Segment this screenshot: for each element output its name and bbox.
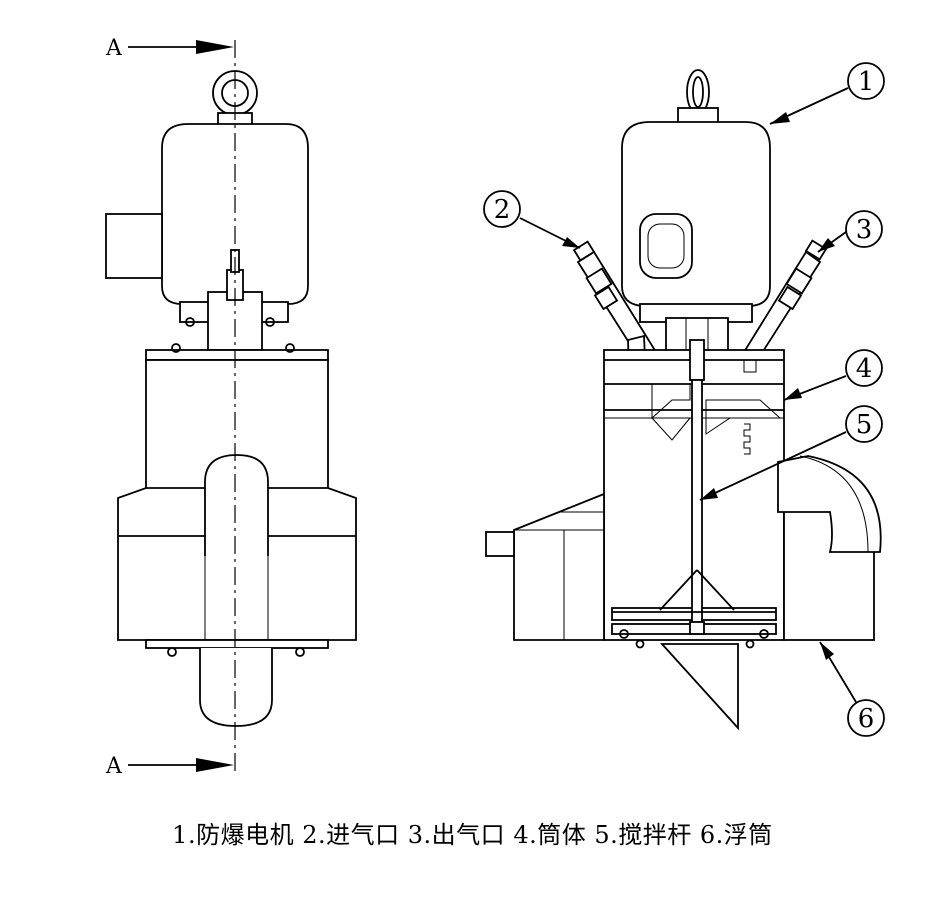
callouts: 1 2 3 4 5 (483, 62, 885, 737)
caption-item-2: 2.进气口 (302, 821, 400, 849)
figure-caption: 1.防爆电机 2.进气口 3.出气口 4.筒体 5.搅拌杆 6.浮筒 (0, 815, 945, 850)
section-mark-bottom: A (105, 754, 123, 779)
callout-4-number: 4 (856, 354, 873, 384)
caption-item-5: 5.搅拌杆 (594, 821, 692, 849)
caption-item-4: 4.筒体 (513, 821, 587, 849)
float-left (117, 454, 357, 727)
caption-item-1: 1.防爆电机 (172, 821, 295, 849)
caption-item-3: 3.出气口 (407, 821, 506, 849)
callout-6: 6 (819, 641, 885, 737)
motor-right (621, 121, 771, 353)
section-arrow-top: A (105, 36, 234, 61)
caption-item-6: 6.浮筒 (699, 821, 773, 849)
callout-5: 5 (699, 405, 883, 501)
left-view: A A (105, 36, 357, 779)
callout-5-number: 5 (856, 410, 873, 440)
section-arrow-bottom: A (105, 754, 234, 779)
callout-6-number: 6 (858, 704, 875, 734)
motor-left (105, 123, 309, 351)
callout-3: 3 (817, 210, 883, 253)
float-right (485, 455, 882, 731)
callout-2-number: 2 (494, 195, 511, 225)
stirring-rod (612, 339, 776, 635)
right-view (485, 69, 882, 731)
callout-4: 4 (783, 349, 883, 401)
section-mark-top: A (105, 36, 123, 61)
callout-1-number: 1 (858, 67, 875, 97)
callout-3-number: 3 (856, 215, 873, 245)
callout-1: 1 (769, 62, 885, 125)
lifting-eye-right (677, 69, 719, 125)
callout-2: 2 (483, 190, 581, 249)
